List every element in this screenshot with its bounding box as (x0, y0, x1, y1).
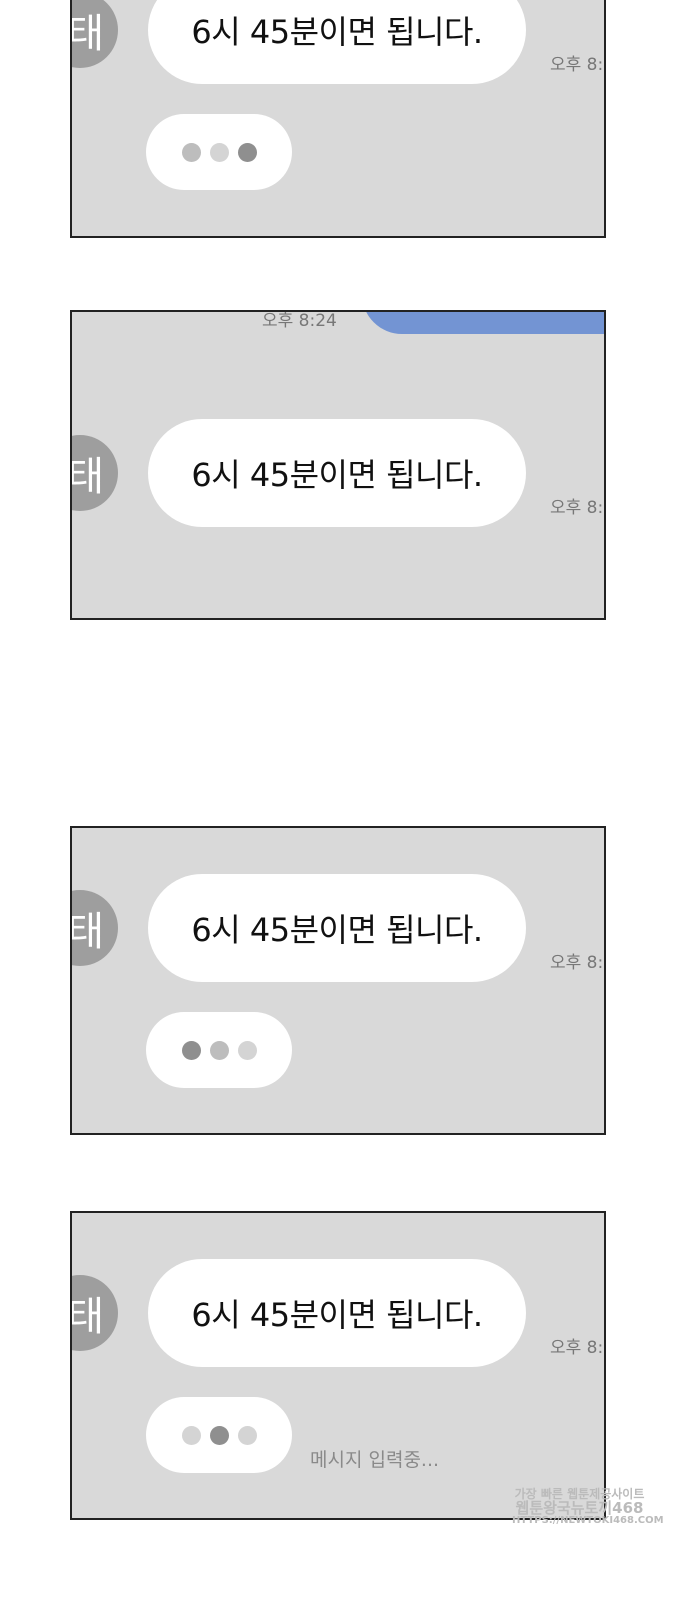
typing-status-text: 메시지 입력중... (310, 1449, 440, 1471)
received-message-bubble: 6시 45분이면 됩니다. (148, 0, 526, 84)
message-time: 오후 8: (550, 498, 604, 518)
message-text: 6시 45분이면 됩니다. (191, 456, 483, 494)
message-time: 오후 8: (550, 953, 604, 973)
received-message-bubble: 6시 45분이면 됩니다. (148, 874, 526, 982)
message-text: 6시 45분이면 됩니다. (191, 911, 483, 949)
typing-dot (237, 1040, 257, 1060)
avatar-initial: 태 (70, 909, 104, 955)
typing-indicator (146, 1397, 292, 1473)
watermark-line-1: 가장 빠른 웹툰제공사이트 (514, 1487, 645, 1501)
watermark-line-2: 웹툰왕국뉴토끼468 (515, 1498, 644, 1517)
avatar: 태 (70, 890, 118, 966)
received-message-bubble: 6시 45분이면 됩니다. (148, 1259, 526, 1367)
watermark: 가장 빠른 웹툰제공사이트 웹툰왕국뉴토끼468 HTTPS://NEWTOKI… (512, 1487, 664, 1527)
watermark-line-3: HTTPS://NEWTOKI468.COM (512, 1515, 664, 1527)
typing-indicator (146, 114, 292, 190)
message-time: 오후 8: (550, 1338, 604, 1358)
chat-panel-3: 태 6시 45분이면 됩니다. 오후 8: (70, 826, 606, 1135)
chat-panel-2: 오후 8:24 태 6시 45분이면 됩니다. 오후 8: (70, 310, 606, 620)
message-time: 오후 8: (550, 55, 604, 75)
typing-dot (209, 1040, 229, 1060)
chat-panel-1: 태 6시 45분이면 됩니다. 오후 8: (70, 0, 606, 238)
avatar: 태 (70, 435, 118, 511)
typing-dot (237, 142, 257, 162)
avatar-initial: 태 (70, 454, 104, 500)
received-message-bubble: 6시 45분이면 됩니다. (148, 419, 526, 527)
avatar-initial: 태 (70, 11, 104, 57)
typing-dot (181, 1040, 201, 1060)
avatar-initial: 태 (70, 1294, 104, 1340)
message-text: 6시 45분이면 됩니다. (191, 1296, 483, 1334)
typing-dot (209, 1425, 229, 1445)
typing-dot (181, 1425, 201, 1445)
typing-indicator (146, 1012, 292, 1088)
chat-panel-4: 태 6시 45분이면 됩니다. 오후 8: 메시지 입력중... (70, 1211, 606, 1520)
sent-message-bubble (362, 312, 604, 334)
typing-dot (237, 1425, 257, 1445)
avatar: 태 (70, 1275, 118, 1351)
sent-message-time: 오후 8:24 (262, 311, 337, 331)
typing-dot (209, 142, 229, 162)
typing-dot (181, 142, 201, 162)
avatar: 태 (70, 0, 118, 68)
message-text: 6시 45분이면 됩니다. (191, 13, 483, 51)
